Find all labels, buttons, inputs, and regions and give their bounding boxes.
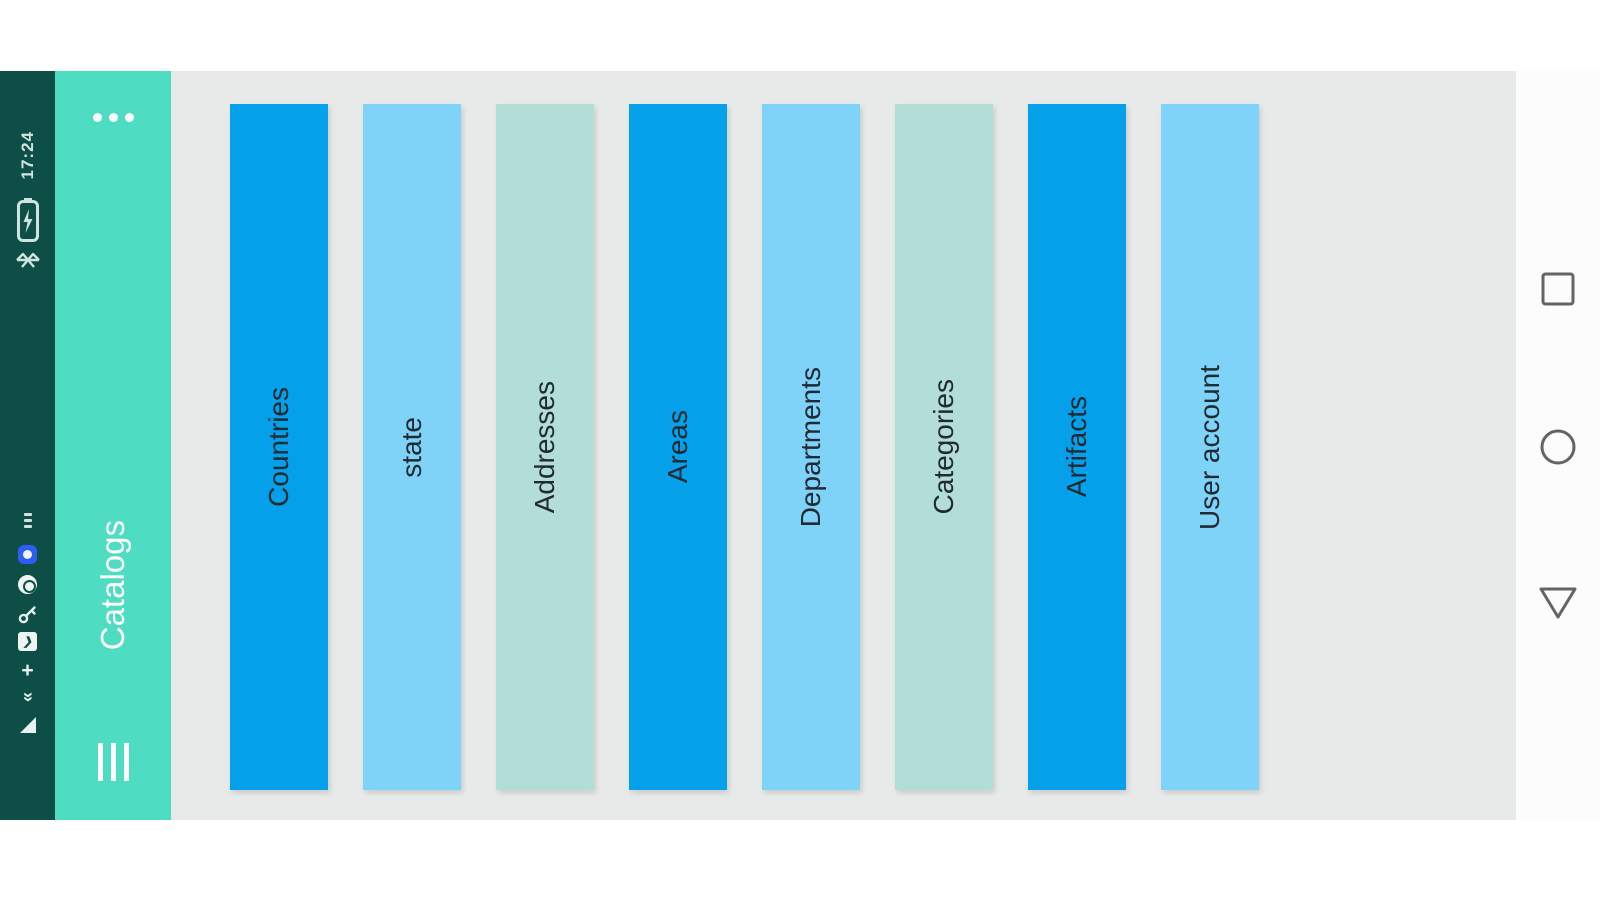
catalog-card[interactable]: Departments — [762, 104, 860, 790]
overflow-menu-button[interactable] — [55, 113, 171, 122]
back-button[interactable] — [1516, 585, 1600, 621]
catalog-card-label: Departments — [795, 366, 826, 528]
round-app-notification-icon — [0, 575, 55, 594]
triangle-down-icon — [1539, 587, 1577, 619]
android-screenshot: 17:24 ❯ + — [0, 71, 1600, 820]
square-icon — [1541, 272, 1575, 306]
catalog-card-label: Areas — [662, 410, 693, 484]
status-bar: 17:24 ❯ + — [0, 71, 55, 820]
home-button[interactable] — [1516, 428, 1600, 466]
catalog-card-label: Addresses — [529, 380, 560, 514]
status-clock: 17:24 — [0, 131, 55, 179]
catalog-card-label: state — [396, 416, 427, 478]
plus-notification-icon: + — [21, 659, 34, 682]
recents-button[interactable] — [1516, 271, 1600, 307]
circle-icon — [1540, 429, 1576, 465]
bluetooth-icon — [0, 247, 55, 273]
catalog-card[interactable]: Categories — [895, 104, 993, 790]
nav-bar — [1516, 71, 1600, 820]
catalog-card[interactable]: Artifacts — [1028, 104, 1126, 790]
catalog-card[interactable]: Addresses — [496, 104, 594, 790]
signal-icon — [0, 716, 55, 734]
chevrons-notification-icon: « — [17, 691, 38, 703]
more-notifications-icon — [0, 513, 55, 528]
blue-app-notification-icon — [0, 545, 55, 564]
key-notification-icon — [0, 604, 55, 624]
catalog-card-label: Countries — [263, 387, 294, 507]
catalog-card-label: Categories — [928, 379, 959, 515]
catalog-card[interactable]: User account — [1161, 104, 1259, 790]
catalog-card[interactable]: Countries — [230, 104, 328, 790]
status-time-text: 17:24 — [17, 131, 37, 180]
catalog-card[interactable]: state — [363, 104, 461, 790]
catalog-card[interactable]: Areas — [629, 104, 727, 790]
catalog-card-label: Artifacts — [1061, 396, 1092, 498]
catalog-card-label: User account — [1194, 364, 1225, 530]
message-notification-icon: ❯ — [0, 632, 55, 651]
hamburger-menu-button[interactable] — [55, 743, 171, 781]
page-title: Catalogs — [94, 519, 131, 651]
app-bar: Catalogs — [55, 71, 171, 820]
catalog-list: Countries state Addresses Areas Departme… — [171, 71, 1516, 820]
battery-charging-icon — [0, 197, 55, 243]
